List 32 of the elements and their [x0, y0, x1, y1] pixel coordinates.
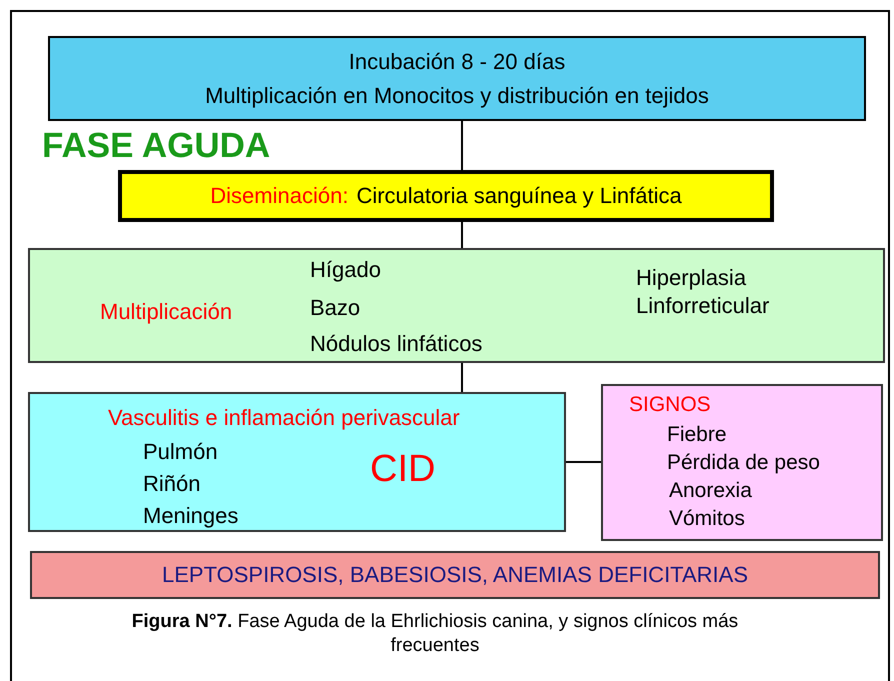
- stage-heading: Diseminación:: [210, 182, 348, 210]
- stage-box: [28, 392, 566, 532]
- organ-label: Hígado: [310, 256, 381, 284]
- connector-line: [461, 363, 463, 392]
- stage-box: [28, 248, 885, 363]
- effect-text: Hiperplasia Linforreticular: [636, 264, 770, 319]
- connector-line: [461, 222, 463, 248]
- sign-item: Vómitos: [669, 506, 745, 532]
- differential-text: LEPTOSPIROSIS, BABESIOSIS, ANEMIAS DEFICITARIAS: [162, 561, 748, 589]
- connector-line: [566, 461, 601, 463]
- sign-item: Fiebre: [667, 422, 727, 448]
- differential-box: [30, 551, 880, 599]
- stage-text: Circulatoria sanguínea y Linfática: [356, 182, 682, 210]
- organ-label: Meninges: [143, 502, 238, 530]
- stage-heading: Multiplicación: [100, 298, 232, 326]
- stage-box: [48, 36, 866, 121]
- connector-line: [461, 121, 463, 170]
- stage-box: [118, 170, 774, 222]
- organ-label: Nódulos linfáticos: [310, 330, 482, 358]
- signs-heading: SIGNOS: [629, 392, 711, 418]
- diagram-title: FASE AGUDA: [42, 125, 270, 167]
- signs-box: [601, 384, 883, 541]
- organ-label: Bazo: [310, 294, 360, 322]
- stage-heading: Vasculitis e inflamación perivascular: [108, 404, 460, 432]
- organ-label: Riñón: [143, 470, 200, 498]
- acronym-label: CID: [370, 447, 436, 492]
- organ-label: Pulmón: [143, 438, 218, 466]
- stage-heading: Incubación 8 - 20 días: [348, 48, 566, 76]
- sign-item: Anorexia: [669, 478, 752, 504]
- stage-text: Multiplicación en Monocitos y distribución en tejidos: [204, 82, 710, 110]
- figure-caption: Figura N°7. Fase Aguda de la Ehrlichiosis canina, y signos clínicos más frecuentes: [130, 610, 740, 658]
- sign-item: Pérdida de peso: [667, 450, 820, 476]
